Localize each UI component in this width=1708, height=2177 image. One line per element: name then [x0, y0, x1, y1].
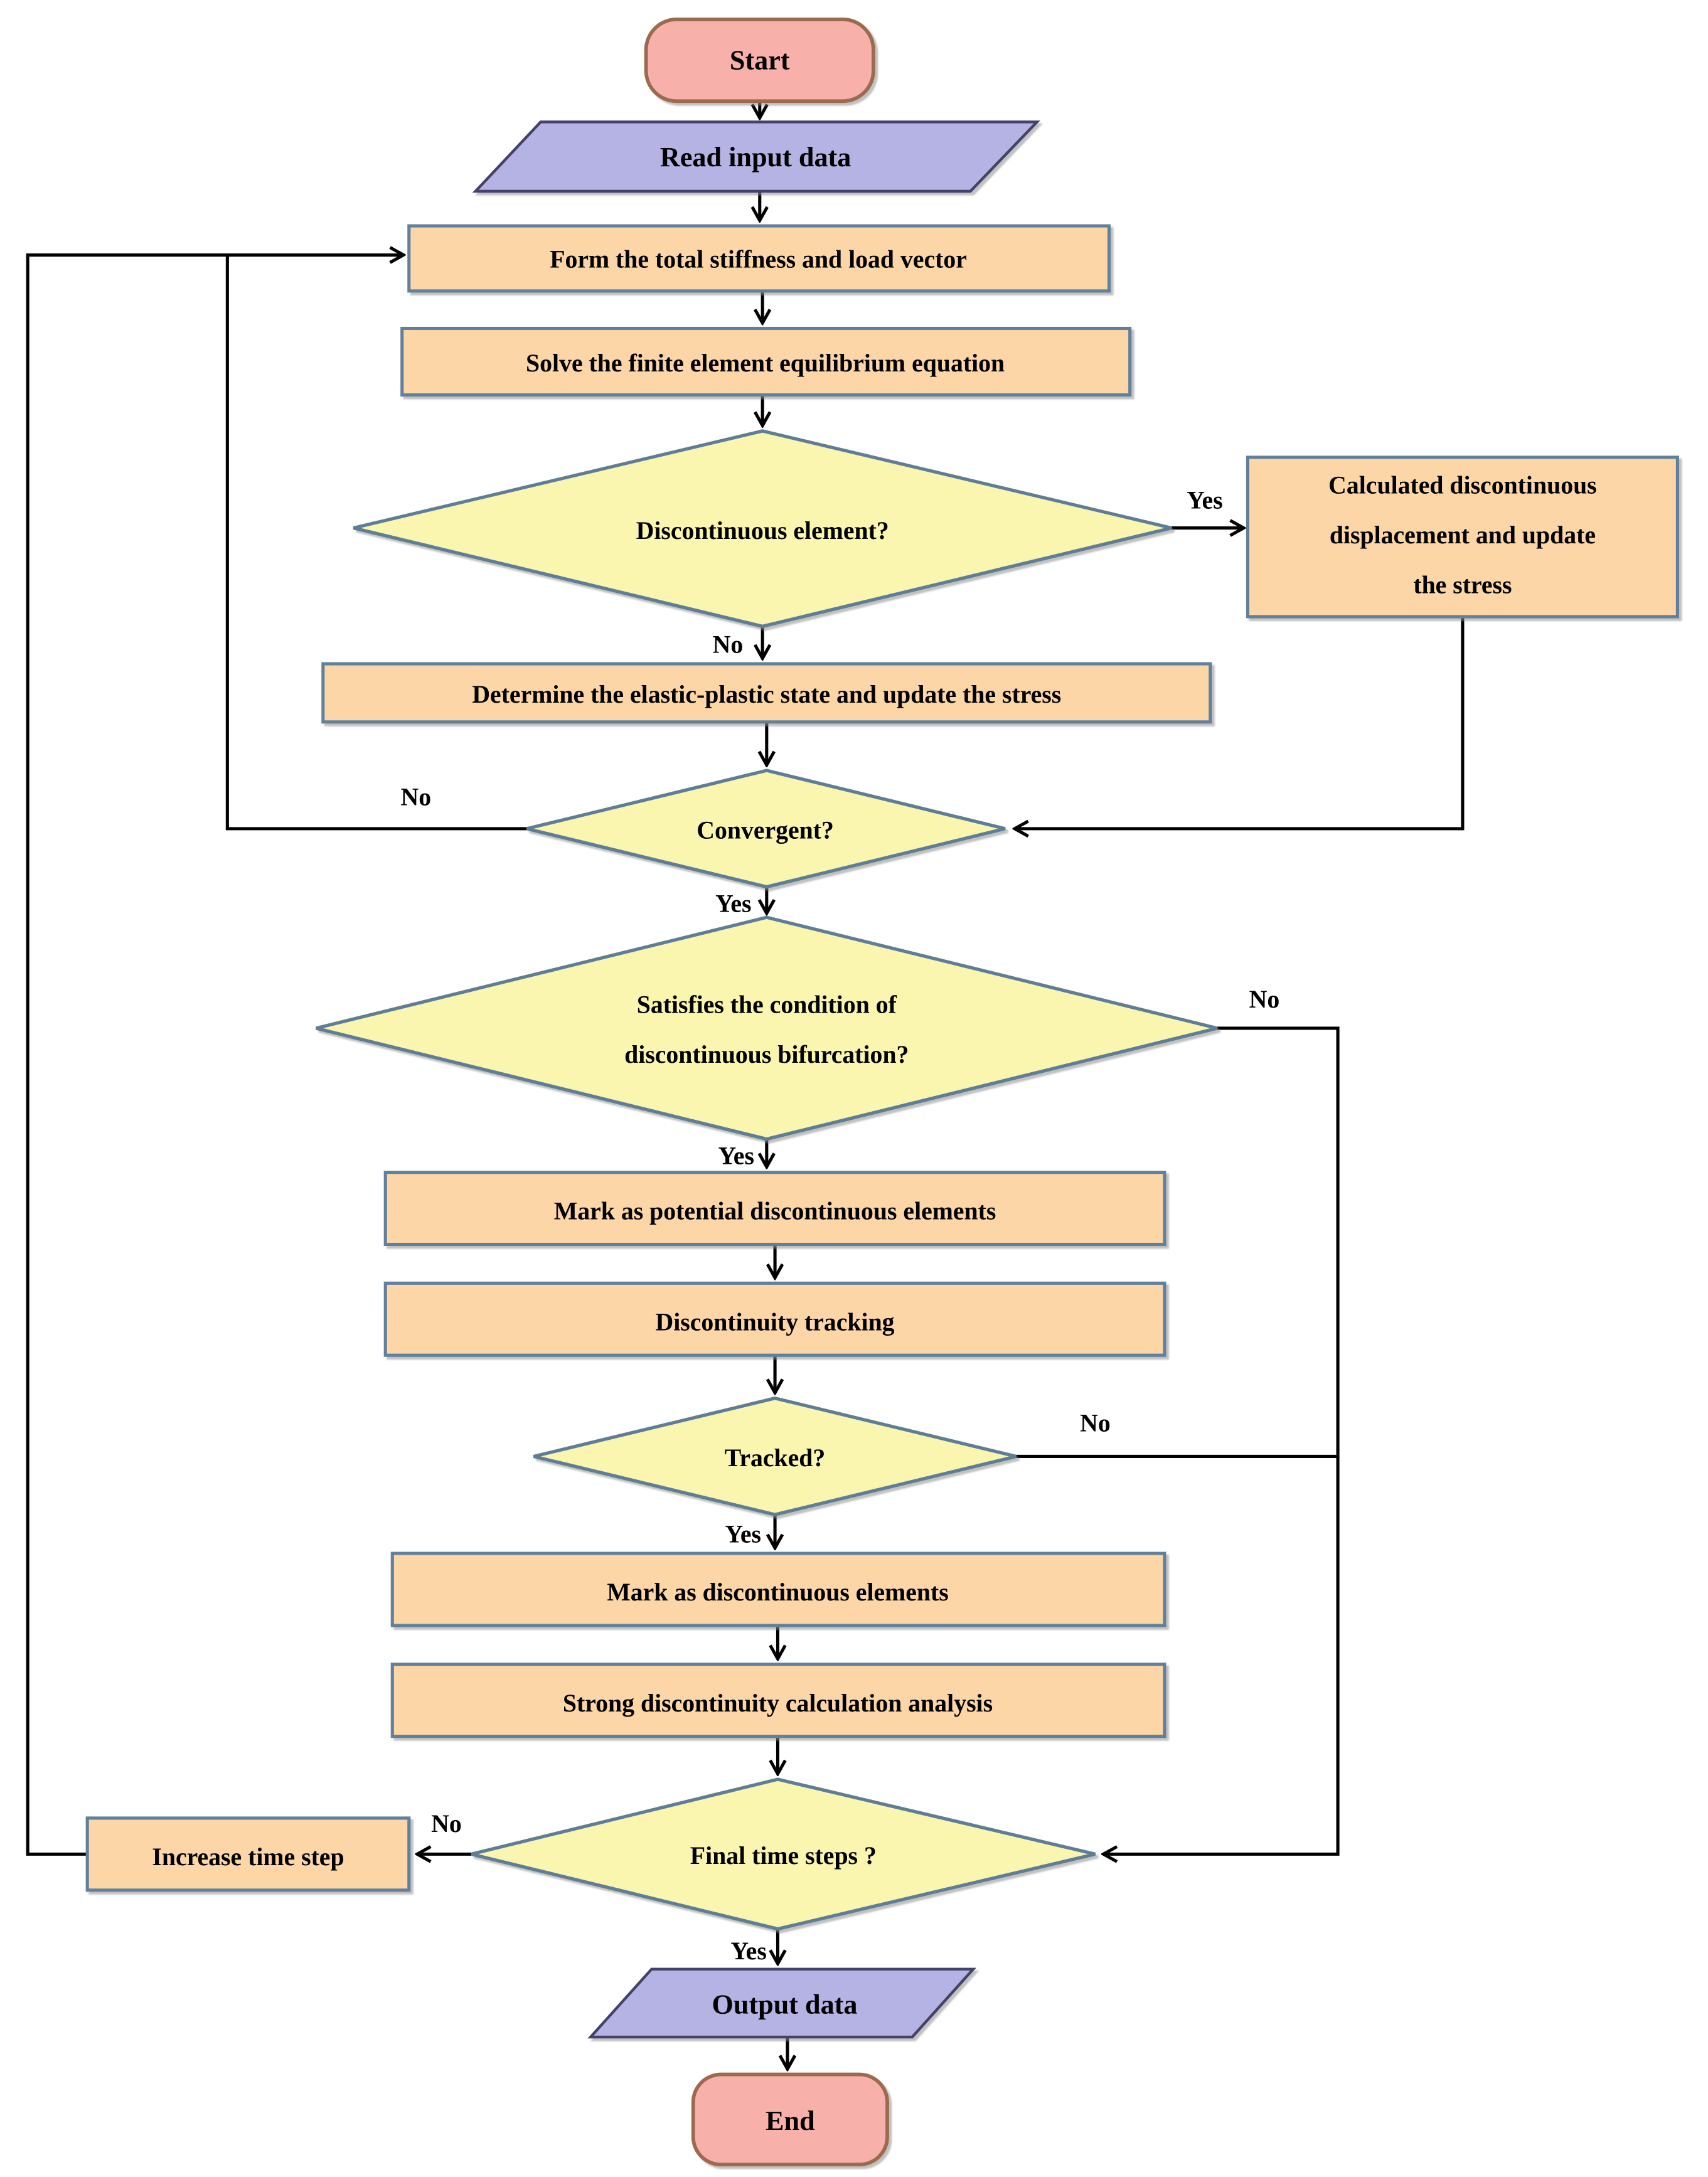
label-satisfies-no: No: [1249, 986, 1280, 1013]
node-solve-equilibrium-label: Solve the finite element equilibrium equ…: [526, 349, 1005, 377]
node-discontinuous-element-label: Discontinuous element?: [636, 517, 889, 545]
node-discontinuity-tracking: [383, 1281, 1166, 1357]
node-mark-discontinuous-label: Mark as discontinuous elements: [607, 1578, 948, 1606]
node-mark-potential: [383, 1171, 1166, 1247]
label-satisfies-yes: Yes: [718, 1142, 754, 1169]
node-calc-displacement-line2: displacement and update: [1330, 521, 1596, 549]
node-read-input-data: [472, 120, 1040, 193]
node-increase-time-step: [85, 1816, 411, 1892]
node-start: [644, 18, 875, 104]
node-output-data: [587, 1967, 976, 2039]
label-final-yes: Yes: [730, 1937, 766, 1965]
node-form-stiffness-label: Form the total stiffness and load vector: [550, 245, 967, 273]
node-mark-potential-label: Mark as potential discontinuous elements: [554, 1198, 996, 1225]
node-final-time-steps-label: Final time steps ?: [690, 1842, 877, 1870]
node-strong-discontinuity-label: Strong discontinuity calculation analysi…: [563, 1690, 993, 1717]
node-increase-time-step-label: Increase time step: [152, 1843, 344, 1871]
node-form-stiffness: [407, 224, 1111, 293]
node-end-label: End: [766, 2105, 815, 2136]
node-tracked: [533, 1396, 1017, 1516]
node-end: [691, 2072, 889, 2166]
edge-calc-to-convergent: [1017, 616, 1465, 829]
node-mark-discontinuous: [390, 1552, 1166, 1627]
edge-convergent-no: [225, 256, 527, 831]
edge-satisfies-no: [1105, 1026, 1340, 1854]
node-strong-discontinuity: [390, 1663, 1166, 1738]
node-calc-displacement-line1: Calculated discontinuous: [1328, 471, 1596, 499]
label-convergent-no: No: [401, 783, 432, 811]
node-read-input-label: Read input data: [660, 142, 851, 173]
node-final-time-steps: [471, 1777, 1096, 1931]
node-satisfies-bifurcation: [316, 915, 1218, 1141]
node-convergent-label: Convergent?: [697, 816, 834, 844]
node-calc-displacement: [1246, 455, 1679, 619]
label-discontinuous-yes: Yes: [1187, 487, 1222, 514]
label-convergent-yes: Yes: [715, 890, 751, 917]
label-final-no: No: [431, 1810, 462, 1838]
node-start-label: Start: [730, 45, 790, 75]
node-determine-state-label: Determine the elastic-plastic state and …: [472, 681, 1061, 708]
node-satisfies-line2: discontinuous bifurcation?: [624, 1041, 909, 1068]
node-satisfies-line1: Satisfies the condition of: [637, 991, 897, 1019]
node-convergent: [526, 769, 1006, 889]
label-tracked-no: No: [1080, 1410, 1111, 1437]
node-discontinuous-element: [353, 429, 1172, 629]
label-tracked-yes: Yes: [725, 1520, 761, 1548]
label-discontinuous-no: No: [713, 631, 744, 658]
node-output-data-label: Output data: [712, 1989, 858, 2020]
node-calc-displacement-line3: the stress: [1413, 571, 1512, 599]
node-solve-equilibrium: [400, 326, 1132, 397]
edge-loop-to-form: [26, 255, 402, 1856]
node-discontinuity-tracking-label: Discontinuity tracking: [656, 1308, 895, 1336]
node-tracked-label: Tracked?: [725, 1444, 825, 1472]
node-determine-state: [321, 662, 1212, 724]
